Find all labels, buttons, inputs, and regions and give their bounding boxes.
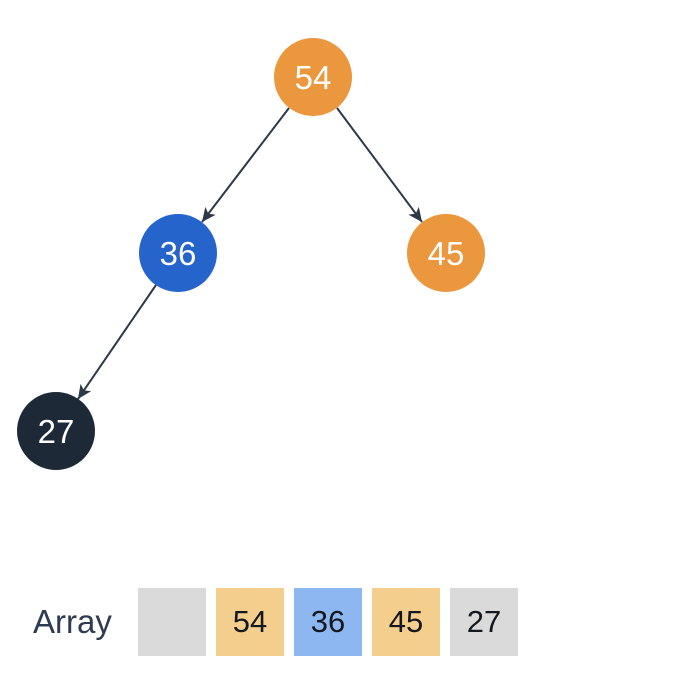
array-cell-3: 45	[372, 588, 440, 656]
tree-node-27	[17, 392, 95, 470]
tree-node-54	[274, 38, 352, 116]
tree-node-45	[407, 214, 485, 292]
tree-node-label-54: 54	[295, 59, 332, 96]
array-cell-4: 27	[450, 588, 518, 656]
tree-node-36	[139, 214, 217, 292]
array-cell-2: 36	[294, 588, 362, 656]
array-cell-0	[138, 588, 206, 656]
array-label: Array	[33, 603, 112, 640]
array-cell-1: 54	[216, 588, 284, 656]
tree-node-label-27: 27	[38, 413, 75, 450]
tree-edge-54-to-45	[336, 107, 423, 223]
tree-edge-36-to-27	[77, 284, 157, 400]
tree-node-label-45: 45	[428, 235, 465, 272]
tree-edge-54-to-36	[201, 107, 290, 223]
tree-node-label-36: 36	[160, 235, 197, 272]
